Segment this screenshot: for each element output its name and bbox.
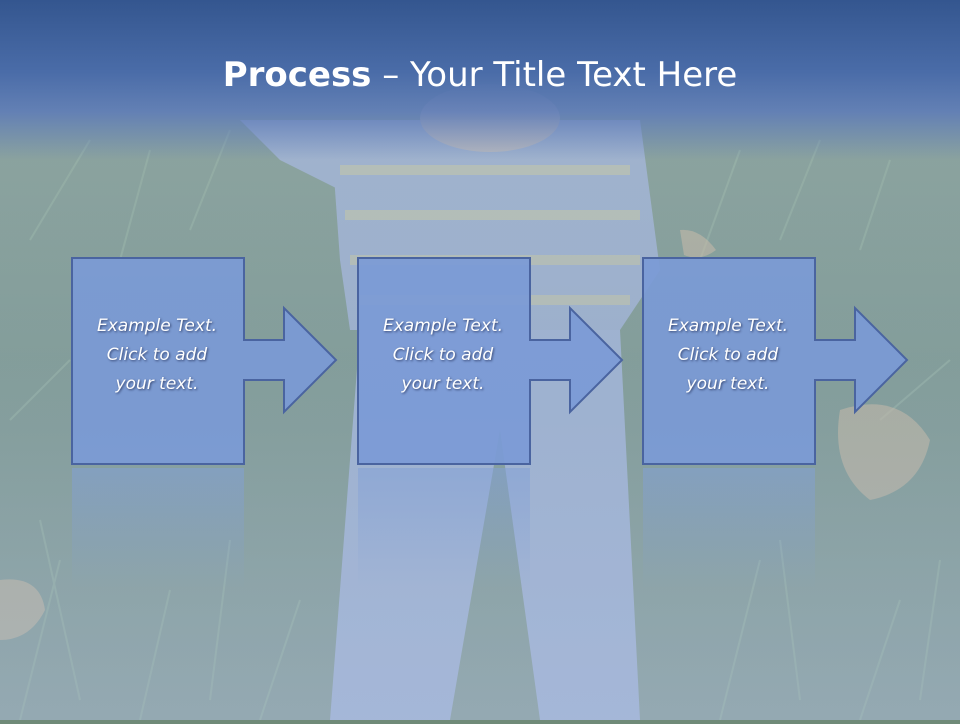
slide-title[interactable]: Process – Your Title Text Here xyxy=(0,52,960,98)
process-step-1[interactable]: Example Text. Click to add your text. xyxy=(70,256,342,468)
step-1-arrow-shape xyxy=(71,257,338,465)
step-3-line-1: Example Text. xyxy=(667,316,789,336)
step-2-arrow-shape xyxy=(357,257,624,465)
step-2-text[interactable]: Example Text. Click to add your text. xyxy=(358,312,528,399)
step-3-text[interactable]: Example Text. Click to add your text. xyxy=(643,312,813,399)
title-bold: Process xyxy=(222,55,372,95)
step-3-line-2: Click to add xyxy=(677,345,779,365)
step-1-line-3: your text. xyxy=(115,374,199,394)
process-step-3[interactable]: Example Text. Click to add your text. xyxy=(641,256,913,468)
title-bar xyxy=(0,0,960,160)
step-2-line-3: your text. xyxy=(401,374,485,394)
step-2-reflection xyxy=(358,468,530,588)
process-step-2[interactable]: Example Text. Click to add your text. xyxy=(356,256,628,468)
step-1-line-1: Example Text. xyxy=(96,316,218,336)
step-2-line-1: Example Text. xyxy=(382,316,504,336)
title-rest: – Your Title Text Here xyxy=(371,55,738,95)
step-1-line-2: Click to add xyxy=(106,345,208,365)
step-3-line-3: your text. xyxy=(686,374,770,394)
step-3-arrow-shape xyxy=(642,257,909,465)
step-1-text[interactable]: Example Text. Click to add your text. xyxy=(72,312,242,399)
step-1-reflection xyxy=(72,468,244,588)
step-2-line-2: Click to add xyxy=(392,345,494,365)
step-3-reflection xyxy=(643,468,815,588)
